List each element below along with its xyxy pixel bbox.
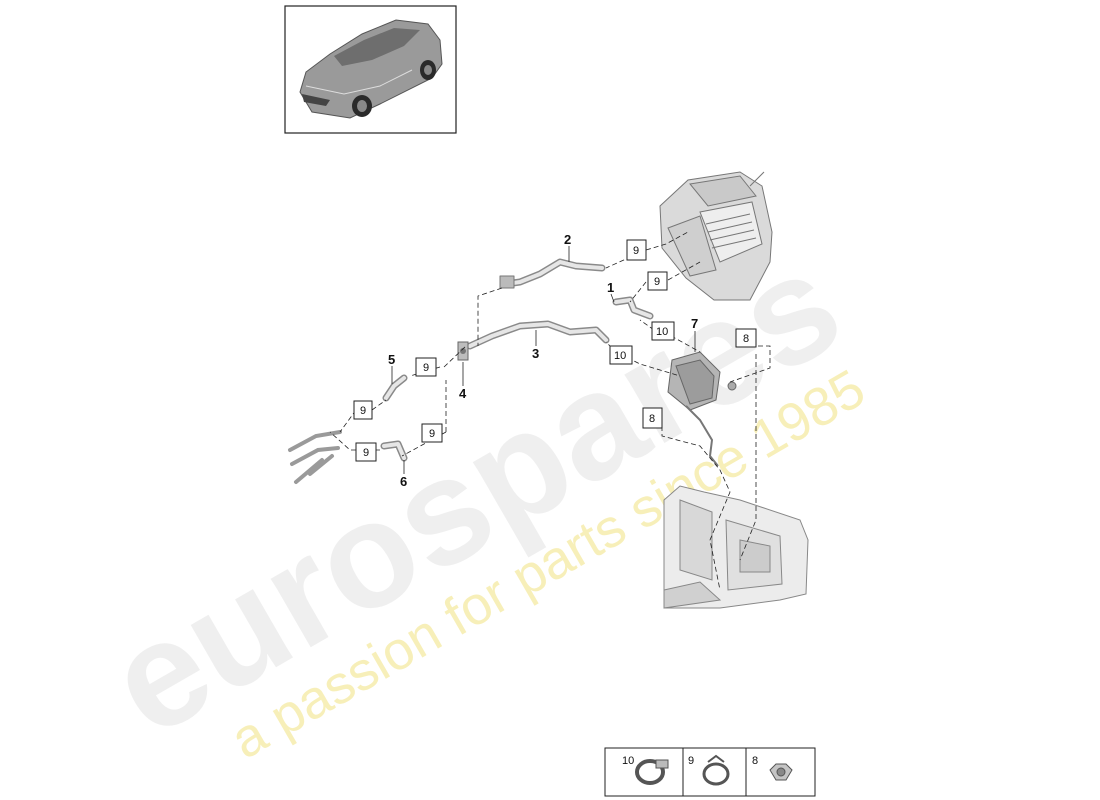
svg-text:8: 8: [743, 333, 749, 345]
ref-box: 9: [647, 271, 668, 291]
svg-text:9: 9: [654, 276, 660, 288]
callout-1: 1: [607, 280, 614, 295]
suv-icon: [299, 19, 443, 119]
connector-part-4: [457, 341, 469, 361]
callout-3: 3: [532, 346, 539, 361]
svg-text:10: 10: [614, 350, 626, 362]
vehicle-thumbnail: [284, 5, 457, 134]
callout-2: 2: [564, 232, 571, 247]
svg-text:9: 9: [360, 405, 366, 417]
svg-text:9: 9: [429, 428, 435, 440]
ref-box: 8: [735, 328, 757, 348]
ref-box: 10: [609, 345, 633, 365]
callout-7: 7: [691, 316, 698, 331]
body-panel-section: [663, 485, 809, 609]
heater-unit-part-7: [667, 351, 737, 467]
callouts: 2 1 3 4 5 6 7: [388, 232, 698, 489]
ref-box: 9: [415, 357, 437, 377]
svg-text:10: 10: [656, 326, 668, 338]
svg-text:8: 8: [649, 413, 655, 425]
spring-clip-icon: [702, 754, 730, 786]
small-parts-legend: 10 9 8: [604, 747, 816, 797]
ref-box: 9: [355, 442, 377, 462]
leader-lines: [329, 231, 771, 591]
callout-6: 6: [400, 474, 407, 489]
hvac-housing: [659, 171, 773, 301]
callout-4: 4: [459, 386, 467, 401]
legend-num-9: 9: [688, 755, 694, 767]
ref-box: 9: [353, 400, 373, 420]
legend-num-8: 8: [752, 755, 758, 767]
ref-box: 9: [626, 239, 647, 261]
hex-nut-icon: [769, 763, 793, 781]
callout-5: 5: [388, 352, 395, 367]
svg-text:9: 9: [363, 447, 369, 459]
ref-box: 10: [651, 321, 675, 341]
ref-box: 9: [421, 423, 443, 443]
coolant-hoses: [380, 258, 654, 462]
hose-clamp-icon: [635, 759, 669, 785]
svg-text:9: 9: [633, 245, 639, 257]
reference-boxes: 9 9 10 10 9 9 9 9: [353, 239, 757, 462]
svg-text:9: 9: [423, 362, 429, 374]
legend-num-10: 10: [622, 755, 634, 767]
pipe-stubs: [288, 430, 342, 484]
ref-box: 8: [642, 407, 663, 429]
